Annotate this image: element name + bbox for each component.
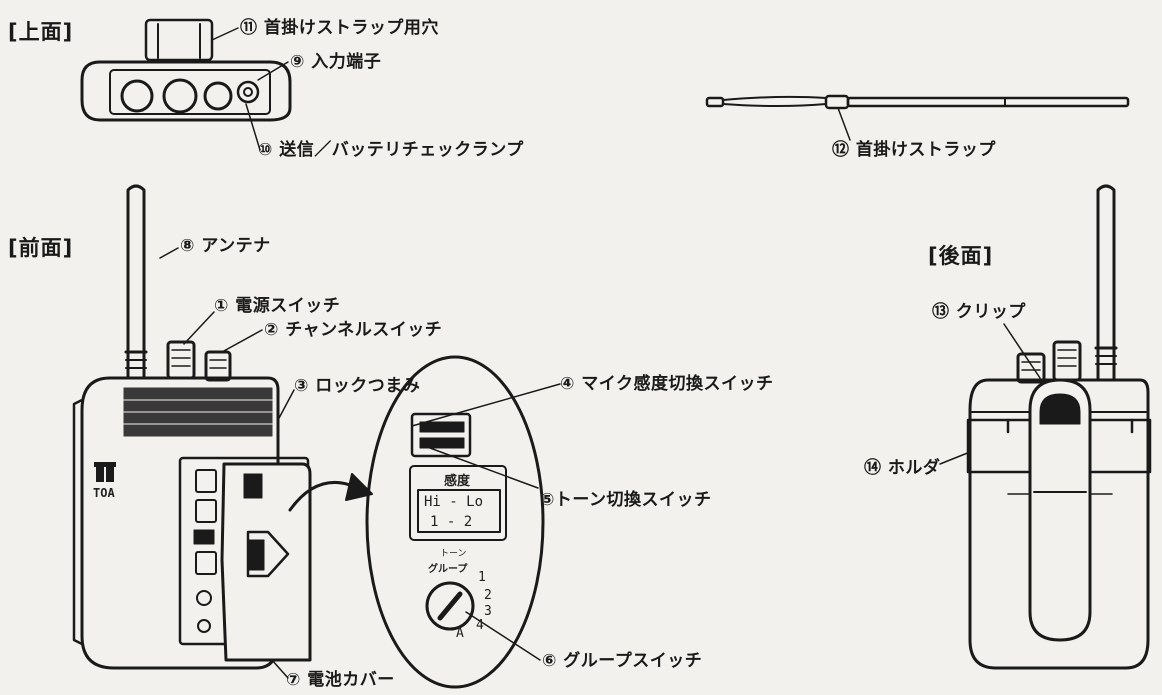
neck-strap-drawing	[705, 94, 1130, 110]
label-lock-knob: ③ ロックつまみ	[294, 376, 421, 396]
label-tone-switch: ⑤トーン切換スイッチ	[540, 490, 712, 510]
label-input-terminal: ⑨ 入力端子	[290, 52, 382, 72]
label-group-switch: ⑥ グループスイッチ	[542, 651, 703, 671]
section-back: [後面]	[928, 244, 994, 268]
section-front: [前面]	[8, 236, 74, 260]
panel-sensitivity: 感度	[444, 474, 471, 489]
dial-label-1: 1	[478, 570, 486, 585]
brand-logo-text: TOA	[93, 486, 115, 500]
dial-label-a: A	[456, 626, 464, 641]
control-panel-zoom	[365, 355, 545, 689]
section-top: [上面]	[8, 20, 74, 44]
label-battery-cover: ⑦ 電池カバー	[286, 670, 395, 690]
panel-one-two: 1 - 2	[430, 514, 473, 530]
dial-label-3: 3	[484, 604, 492, 619]
dial-label-2: 2	[484, 588, 492, 603]
label-mic-sens-switch: ④ マイク感度切換スイッチ	[560, 374, 774, 394]
front-view-device	[72, 184, 312, 670]
label-power-switch: ① 電源スイッチ	[214, 296, 341, 316]
label-antenna: ⑧ アンテナ	[180, 236, 271, 256]
back-view-device	[966, 184, 1152, 670]
panel-group: グループ	[428, 564, 468, 575]
label-channel-switch: ② チャンネルスイッチ	[264, 320, 443, 340]
label-tx-lamp: ⑩ 送信／バッテリチェックランプ	[258, 140, 524, 160]
top-view-device	[80, 18, 292, 122]
label-clip: ⑬ クリップ	[932, 302, 1026, 322]
panel-hi-lo: Hi - Lo	[424, 494, 484, 510]
dial-label-4: 4	[476, 618, 484, 633]
panel-tone: トーン	[440, 549, 467, 559]
label-neck-strap: ⑫ 首掛けストラップ	[832, 140, 996, 160]
label-holder: ⑭ ホルダ	[864, 458, 941, 478]
label-strap-hole: ⑪ 首掛けストラップ用穴	[240, 18, 439, 38]
